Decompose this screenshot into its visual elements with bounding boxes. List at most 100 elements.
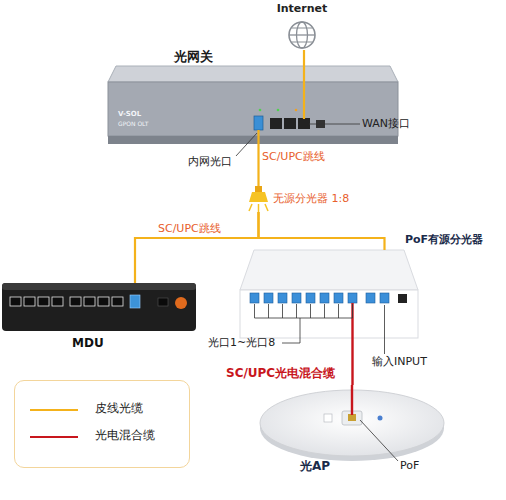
node-title: MDU: [72, 336, 104, 350]
shape-part: [259, 109, 262, 112]
internet-globe: Internet: [282, 0, 322, 50]
shape-part: [249, 204, 252, 211]
shape-part: [398, 294, 407, 303]
node-shape: [2, 283, 196, 331]
shape-part: [158, 298, 168, 306]
leader-line: [384, 305, 385, 354]
bracket-line: [338, 304, 339, 318]
port-label: WAN接口: [362, 117, 410, 130]
leader-line: [360, 420, 398, 461]
node-shape: [240, 250, 418, 340]
node-title: 光网关: [174, 49, 213, 65]
shape-part: [278, 293, 287, 303]
cable-line: [351, 340, 353, 385]
shape-part: [10, 297, 21, 306]
node-title: 光AP: [300, 459, 330, 473]
bracket-line: [255, 318, 353, 319]
edge-label: SC/UPC跳线: [262, 150, 325, 163]
passive-splitter: 无源分光器 1:8: [249, 186, 268, 212]
legend-text: 皮线光缆: [95, 401, 143, 415]
shape-part: [38, 297, 49, 306]
shape-part: [175, 297, 187, 309]
shape-part: [254, 116, 263, 130]
shape-part: [289, 34, 315, 35]
shape-part: [240, 250, 418, 290]
shape-part: [277, 109, 280, 112]
brand-text: V-SOL: [118, 110, 141, 118]
optical-ap: 光AP: [258, 385, 446, 463]
shape-part: [292, 28, 313, 42]
shape-part: [348, 293, 357, 303]
shape-part: [24, 297, 35, 306]
bracket-line: [296, 304, 297, 318]
legend-text: 光电混合缆: [95, 428, 155, 442]
shape-part: [70, 297, 81, 306]
shape-part: [320, 293, 329, 303]
shape-part: [2, 283, 196, 331]
shape-part: [255, 186, 262, 192]
leader-line: [236, 133, 257, 156]
shape-part: [351, 303, 353, 340]
node-shape: [108, 66, 398, 144]
shape-part: [108, 66, 398, 82]
legend-line-sample: [30, 436, 78, 438]
legend-box: [14, 380, 190, 468]
port-label: 内网光口: [188, 155, 232, 168]
shape-part: [265, 204, 268, 211]
bracket-line: [324, 304, 325, 318]
shape-part: [249, 192, 268, 202]
shape-part: [258, 204, 260, 212]
port-label: 光口1~光口8: [208, 336, 275, 349]
shape-part: [250, 293, 259, 303]
bracket-line: [282, 304, 283, 318]
shape-part: [2, 283, 196, 290]
shape-part: [112, 297, 123, 306]
port-label: PoF: [400, 459, 419, 472]
shape-part: [284, 118, 296, 129]
node-title: 无源分光器 1:8: [273, 192, 349, 205]
leader-line: [282, 318, 300, 343]
bracket-line: [268, 304, 269, 318]
shape-part: [351, 385, 353, 415]
shape-part: [98, 297, 109, 306]
shape-part: [84, 297, 95, 306]
shape-part: [303, 66, 305, 119]
legend-line-sample: [30, 409, 78, 411]
cable-line: [303, 50, 305, 66]
shape-part: [324, 414, 332, 422]
shape-part: [270, 118, 282, 129]
shape-part: [378, 416, 383, 421]
port-label: 输入INPUT: [372, 355, 427, 368]
cable-line: [259, 212, 385, 250]
shape-part: [292, 293, 301, 303]
shape-part: [366, 293, 375, 303]
leader-line: [309, 124, 360, 125]
node-title: PoF有源分光器: [405, 233, 483, 246]
bracket-line: [254, 304, 255, 318]
cable-line: [257, 144, 259, 186]
pof-splitter: PoF有源分光器: [240, 250, 418, 340]
node-title: Internet: [272, 2, 332, 15]
shape-part: [240, 290, 418, 338]
bracket-line: [352, 304, 353, 318]
shape-part: [130, 295, 140, 308]
cable-line: [135, 212, 259, 283]
shape-part: [348, 414, 356, 421]
node-shape: [249, 186, 268, 212]
shape-part: [334, 293, 343, 303]
shape-part: [298, 118, 310, 129]
edge-label: SC/UPC跳线: [158, 222, 221, 235]
shape-part: [380, 293, 389, 303]
node-shape: [258, 385, 446, 463]
shape-part: [264, 293, 273, 303]
shape-part: [295, 109, 298, 112]
mdu-device: MDU: [2, 283, 196, 331]
shape-part: [257, 130, 259, 144]
model-text: GPON OLT: [118, 120, 148, 127]
shape-part: [108, 82, 398, 136]
shape-part: [289, 22, 315, 48]
edge-label: SC/UPC光电混合缆: [226, 366, 335, 380]
